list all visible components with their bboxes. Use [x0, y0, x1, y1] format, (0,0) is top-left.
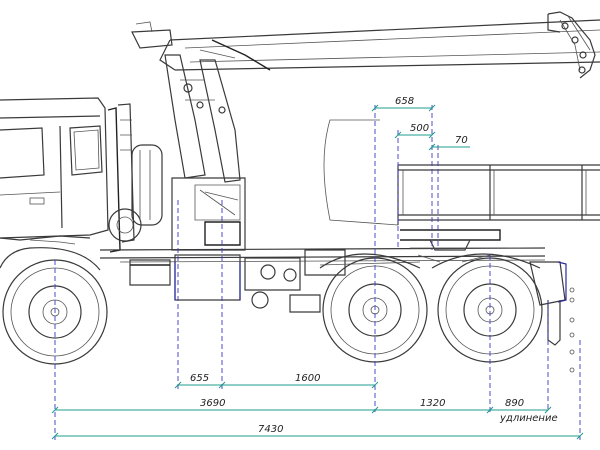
dim-label-1600: 1600: [295, 373, 320, 384]
front-wheel: [0, 247, 108, 365]
dim-label-7430: 7430: [258, 424, 283, 435]
extension-caption: удлинение: [499, 413, 558, 424]
dim-label-70: 70: [455, 135, 468, 146]
dim-label-3690: 3690: [200, 398, 225, 409]
chassis-frame: [99, 229, 575, 373]
dim-label-655: 655: [190, 373, 209, 384]
rear-wheel-1: [319, 253, 428, 363]
dim-label-500: 500: [410, 123, 429, 134]
dimension-labels: 658 500 70 655 1600 3690 1320 890 удлине…: [190, 96, 558, 435]
crane-boom: [159, 11, 600, 79]
dimension-lines: [51, 104, 584, 440]
crane-column: [131, 21, 246, 251]
dim-label-658: 658: [395, 96, 414, 107]
dim-label-890: 890: [505, 398, 524, 409]
dimension-guides: [54, 105, 581, 440]
dim-label-1320: 1320: [420, 398, 445, 409]
rear-wheel-2: [431, 253, 543, 363]
truck-cab: [0, 97, 163, 253]
